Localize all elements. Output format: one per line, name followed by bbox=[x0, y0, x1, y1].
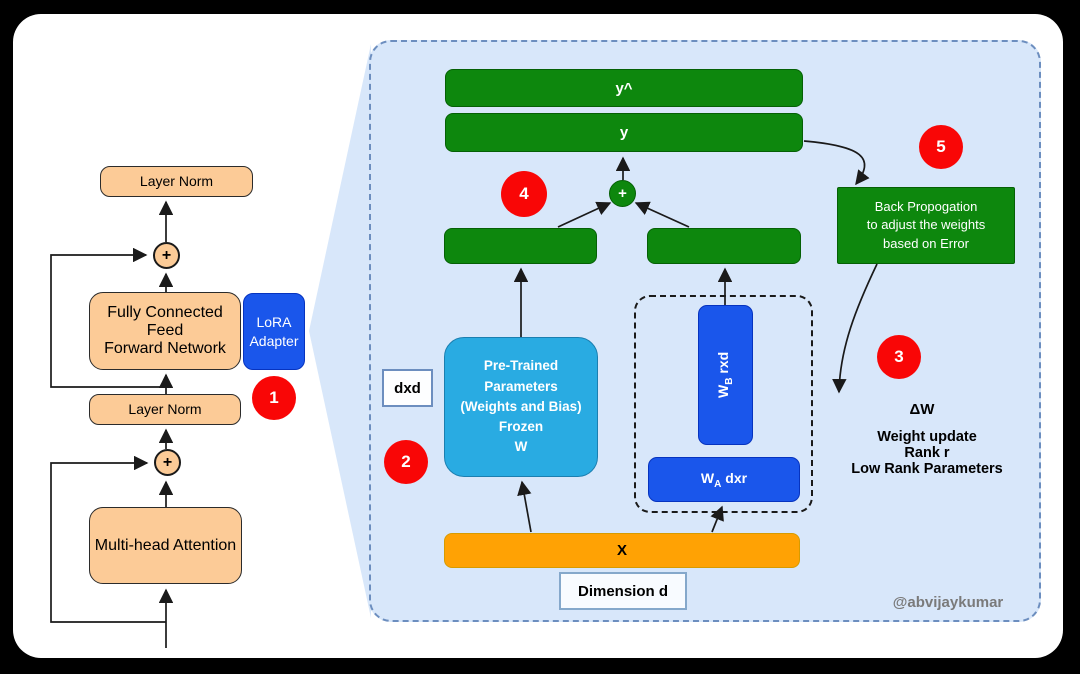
lora-output-bar bbox=[647, 228, 801, 264]
sum-node: + bbox=[609, 180, 636, 207]
step-badge-4-label: 4 bbox=[519, 184, 529, 203]
step-badge-5: 5 bbox=[919, 125, 963, 169]
weight-update-caption: Weight update Rank r Low Rank Parameters bbox=[827, 429, 1027, 477]
watermark: @abvijaykumar bbox=[868, 593, 1028, 611]
delta-w-text: ΔW bbox=[909, 401, 935, 419]
wb-prefix: W bbox=[715, 384, 732, 399]
step-badge-1: 1 bbox=[252, 376, 296, 420]
lora-label-line2: Adapter bbox=[249, 332, 299, 349]
layer-norm-top-box: Layer Norm bbox=[100, 166, 253, 197]
dimension-d-box: Dimension d bbox=[559, 572, 687, 610]
backprop-line1: Back Propogation bbox=[874, 199, 978, 215]
multi-head-attention-box: Multi-head Attention bbox=[89, 507, 242, 584]
wb-suffix: rxd bbox=[715, 351, 732, 378]
weight-update-line3: Low Rank Parameters bbox=[851, 461, 1003, 477]
y-hat-label: y^ bbox=[615, 79, 633, 97]
lora-adapter-box: LoRA Adapter bbox=[243, 293, 305, 370]
wa-subscript: A bbox=[714, 478, 722, 490]
pretrained-line1: Pre-Trained bbox=[483, 358, 559, 374]
dxd-label-box: dxd bbox=[382, 369, 433, 407]
delta-w-label: ΔW bbox=[852, 400, 992, 420]
backprop-line2: to adjust the weights bbox=[866, 217, 986, 233]
plus-icon: + bbox=[161, 246, 172, 264]
layer-norm-mid-label: Layer Norm bbox=[128, 401, 202, 418]
step-badge-5-label: 5 bbox=[936, 137, 946, 156]
plus-icon: + bbox=[618, 185, 627, 202]
residual-add-top: + bbox=[153, 242, 180, 269]
backprop-box: Back Propogation to adjust the weights b… bbox=[837, 187, 1015, 264]
mha-label: Multi-head Attention bbox=[94, 536, 237, 554]
frozen-output-bar bbox=[444, 228, 597, 264]
ffn-label-line1: Fully Connected Feed bbox=[107, 304, 223, 339]
wa-prefix: W bbox=[700, 469, 715, 486]
lora-label-line1: LoRA bbox=[256, 313, 292, 330]
layer-norm-mid-box: Layer Norm bbox=[89, 394, 241, 425]
backprop-line3: based on Error bbox=[883, 235, 969, 251]
plus-icon: + bbox=[162, 453, 173, 471]
wa-suffix: dxr bbox=[721, 469, 748, 486]
ffn-label-line2: Forward Network bbox=[104, 340, 226, 357]
y-bar: y bbox=[445, 113, 803, 152]
step-badge-2: 2 bbox=[384, 440, 428, 484]
step-badge-3: 3 bbox=[877, 335, 921, 379]
dimension-d-label: Dimension d bbox=[577, 582, 668, 600]
input-x-bar: X bbox=[444, 533, 800, 568]
step-badge-3-label: 3 bbox=[894, 347, 904, 366]
wb-label: WB rxd bbox=[716, 352, 736, 398]
pretrained-weights-box: Pre-Trained Parameters (Weights and Bias… bbox=[444, 337, 598, 477]
ffn-box: Fully Connected Feed Forward Network bbox=[89, 292, 241, 370]
y-hat-bar: y^ bbox=[445, 69, 803, 107]
layer-norm-top-label: Layer Norm bbox=[139, 173, 214, 190]
residual-add-bottom: + bbox=[154, 449, 181, 476]
dxd-label: dxd bbox=[394, 379, 421, 397]
pretrained-line5: W bbox=[514, 439, 528, 455]
y-label: y bbox=[619, 124, 629, 141]
step-badge-2-label: 2 bbox=[401, 452, 411, 471]
wb-matrix-box: WB rxd bbox=[698, 305, 753, 445]
wb-subscript: B bbox=[724, 377, 736, 385]
pretrained-line4: Frozen bbox=[498, 419, 544, 435]
wa-label: WA dxr bbox=[701, 470, 747, 490]
step-badge-1-label: 1 bbox=[269, 388, 279, 407]
weight-update-line2: Rank r bbox=[904, 445, 950, 461]
pretrained-line3: (Weights and Bias) bbox=[460, 398, 582, 414]
pretrained-line2: Parameters bbox=[484, 378, 558, 394]
step-badge-4: 4 bbox=[501, 171, 547, 217]
weight-update-line1: Weight update bbox=[877, 429, 977, 445]
x-label: X bbox=[616, 542, 627, 559]
wa-matrix-box: WA dxr bbox=[648, 457, 800, 502]
watermark-text: @abvijaykumar bbox=[892, 593, 1004, 611]
